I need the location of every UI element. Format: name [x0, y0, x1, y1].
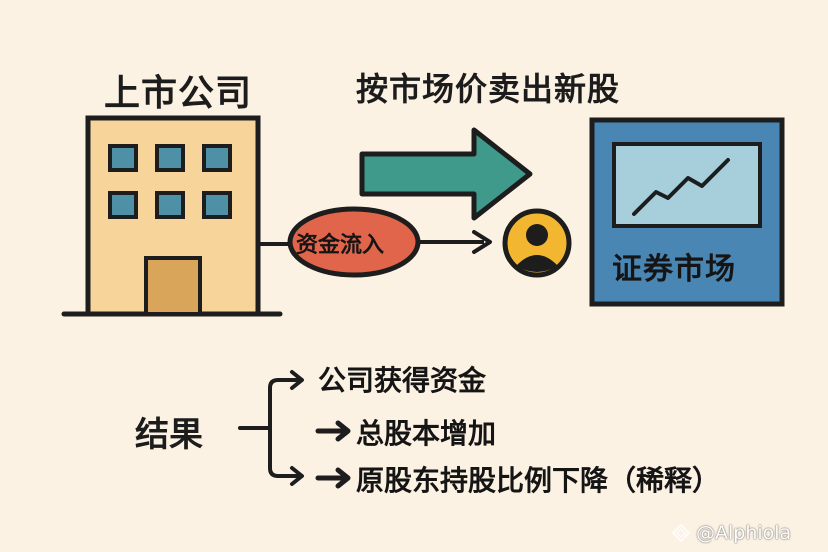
capital-inflow-label: 资金流入	[296, 233, 385, 258]
window-icon	[108, 144, 138, 172]
door-icon	[144, 256, 202, 316]
arrowhead-icon	[472, 230, 492, 254]
result-item-funding: 公司获得资金	[318, 364, 487, 397]
investor-avatar-icon	[502, 208, 572, 278]
sell-new-shares-caption: 按市场价卖出新股	[356, 70, 621, 108]
chart-line-icon	[632, 158, 730, 216]
watermark: @Alphiola	[672, 522, 791, 544]
watermark-text: @Alphiola	[696, 522, 792, 544]
result-item-share-increase: 总股本增加	[356, 417, 497, 450]
securities-market-icon	[589, 117, 785, 307]
window-icon	[155, 144, 185, 172]
window-icon	[155, 191, 185, 219]
result-bracket-icon	[238, 370, 351, 489]
watermark-logo-icon	[672, 524, 690, 542]
sell-arrow-icon	[359, 127, 533, 221]
result-label: 结果	[135, 415, 203, 455]
securities-market-label: 证券市场	[612, 252, 736, 287]
window-icon	[108, 191, 138, 219]
window-icon	[202, 191, 232, 219]
window-icon	[202, 144, 232, 172]
result-item-dilution: 原股东持股比例下降（稀释）	[356, 464, 721, 497]
company-title: 上市公司	[104, 73, 253, 114]
company-building-icon	[61, 115, 283, 317]
